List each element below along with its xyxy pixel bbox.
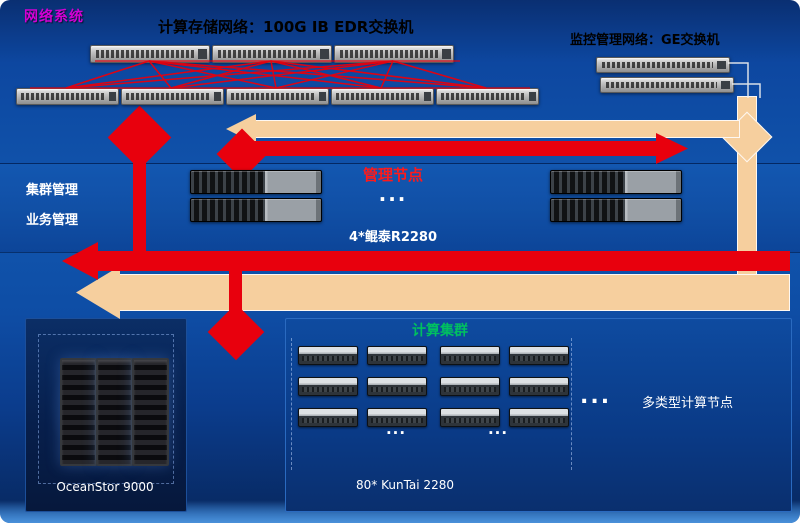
cluster-management-label: 集群管理 xyxy=(26,183,79,198)
system-title: 网络系统 xyxy=(24,9,84,25)
compute-dashed-line-left xyxy=(291,338,292,470)
management-node-ellipsis: ... xyxy=(378,182,408,206)
ib-switch-graphic xyxy=(331,88,434,105)
ib-switch-graphic xyxy=(16,88,119,105)
compute-dashed-line-right xyxy=(571,338,572,470)
compute-node-graphic xyxy=(440,346,500,365)
ib-switch-graphic xyxy=(212,45,332,63)
storage-label: OceanStor 9000 xyxy=(56,480,154,494)
flow-peach-arrowhead-left-bottom xyxy=(76,266,120,319)
compute-node-graphic xyxy=(298,346,358,365)
monitor-network-title: 监控管理网络：GE交换机 xyxy=(570,33,720,48)
flow-peach-bar-bottom xyxy=(116,274,790,311)
storage-rack-graphic xyxy=(132,358,169,466)
compute-node-graphic xyxy=(440,377,500,396)
ib-switch-graphic xyxy=(226,88,329,105)
ge-switch-graphic xyxy=(596,57,730,73)
ib-switch-graphic xyxy=(90,45,210,63)
management-node-title: 管理节点 xyxy=(362,166,423,184)
compute-grid-ellipsis-1: ... xyxy=(385,420,407,438)
flow-red-bar-mid xyxy=(248,141,660,156)
compute-node-graphic xyxy=(440,408,500,427)
storage-rack-graphic xyxy=(60,358,97,466)
flow-red-vertical-left xyxy=(133,152,146,262)
compute-grid-ellipsis-2: ... xyxy=(487,420,509,438)
storage-dashed-outline xyxy=(38,334,174,484)
compute-node-graphic xyxy=(509,346,569,365)
flow-red-diamond-bottom xyxy=(207,303,265,361)
ib-switch-graphic xyxy=(334,45,454,63)
management-server-graphic xyxy=(190,198,322,222)
compute-node-graphic xyxy=(298,377,358,396)
compute-node-graphic xyxy=(298,408,358,427)
ib-switch-graphic xyxy=(436,88,539,105)
compute-right-ellipsis: ... xyxy=(580,384,612,409)
compute-node-graphic xyxy=(509,408,569,427)
ib-switch-graphic xyxy=(121,88,224,105)
storage-rack-graphic xyxy=(96,358,133,466)
management-server-graphic xyxy=(550,198,682,222)
compute-node-graphic xyxy=(367,377,427,396)
flow-red-bar-bottom xyxy=(96,251,790,271)
management-server-graphic xyxy=(550,170,682,194)
compute-node-graphic xyxy=(509,377,569,396)
flow-peach-bar-top xyxy=(252,120,740,138)
ge-switch-graphic xyxy=(600,77,734,93)
compute-cluster-title: 计算集群 xyxy=(412,323,468,339)
compute-node-graphic xyxy=(367,408,427,427)
business-management-label: 业务管理 xyxy=(26,213,79,228)
compute-node-graphic xyxy=(367,346,427,365)
management-node-count-label: 4*鲲泰R2280 xyxy=(348,230,438,245)
compute-type-label: 多类型计算节点 xyxy=(642,396,734,411)
management-server-graphic xyxy=(190,170,322,194)
compute-count-label: 80* KunTai 2280 xyxy=(356,478,454,492)
compute-network-title: 计算存储网络：100G IB EDR交换机 xyxy=(158,18,414,36)
